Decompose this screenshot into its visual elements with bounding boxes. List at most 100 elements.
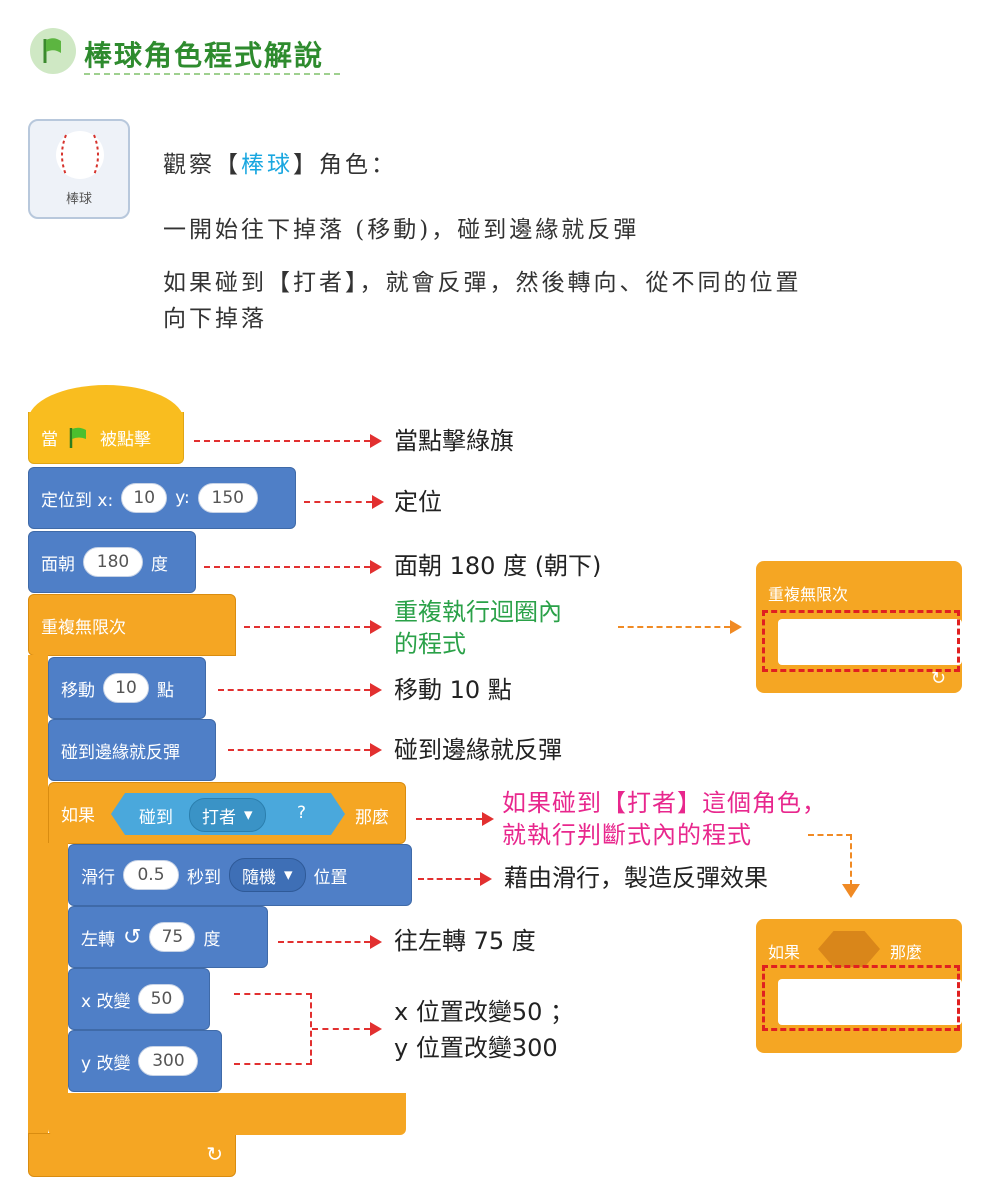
green-flag-icon xyxy=(69,427,86,448)
loop-arrow-icon: ↻ xyxy=(206,1142,223,1166)
glide-target-dropdown[interactable]: 隨機 ▾ xyxy=(229,858,306,892)
point-label: 面朝 xyxy=(41,554,75,575)
glide-target-value: 隨機 xyxy=(242,867,276,888)
mini-forever-label: 重複無限次 xyxy=(768,585,849,604)
arrow-glide xyxy=(418,872,492,886)
annotation-point: 面朝 180 度 (朝下) xyxy=(394,552,602,580)
forever-arm xyxy=(28,655,48,1135)
mini-forever-highlight xyxy=(762,610,960,672)
page-title: 棒球角色程式解說 xyxy=(84,39,325,72)
y-label: y: xyxy=(175,488,190,508)
move-label: 移動 xyxy=(61,680,95,701)
desc-line-1-pre: 觀察【 xyxy=(163,152,241,178)
if-label: 如果 xyxy=(61,805,95,826)
annotation-glide: 藉由滑行，製造反彈效果 xyxy=(504,864,768,892)
desc-line-3: 如果碰到【打者】，就會反彈，然後轉向、從不同的位置 xyxy=(163,270,802,296)
turn-degrees-input[interactable]: 75 xyxy=(149,922,196,952)
mini-forever-slot xyxy=(778,619,962,665)
arrow-flag xyxy=(194,434,382,448)
flag-badge-icon xyxy=(30,28,76,74)
chevron-down-icon: ▾ xyxy=(284,865,293,885)
annotation-xy-2: y 位置改變300 xyxy=(394,1034,558,1062)
when-flag-clicked-block[interactable]: 當 被點擊 xyxy=(28,412,184,464)
baseball-icon xyxy=(56,131,104,179)
steps-input[interactable]: 10 xyxy=(103,673,149,703)
arrow-if xyxy=(416,812,494,826)
mini-loop-arrow-icon: ↻ xyxy=(930,668,946,689)
seconds-to-label: 秒到 xyxy=(187,867,221,888)
annotation-turn: 往左轉 75 度 xyxy=(394,927,536,955)
arrow-bounce xyxy=(228,743,382,757)
target-value: 打者 xyxy=(202,807,236,828)
change-y-input[interactable]: 300 xyxy=(138,1046,199,1076)
glide-label: 滑行 xyxy=(81,867,115,888)
sprite-name: 棒球 xyxy=(65,192,92,207)
goto-label: 定位到 x: xyxy=(41,490,114,511)
arrow-turn xyxy=(278,935,382,949)
if-footer xyxy=(48,1093,406,1135)
mini-if-slot xyxy=(778,979,962,1025)
turn-left-block[interactable]: 左轉 ↺ 75 度 xyxy=(68,906,268,968)
position-label: 位置 xyxy=(313,867,348,888)
annotation-if-2: 就執行判斷式內的程式 xyxy=(502,821,752,849)
desc-highlight: 棒球 xyxy=(241,152,293,178)
mini-if-condition-slot xyxy=(818,931,880,967)
arrow-move xyxy=(218,683,382,697)
mini-if-highlight xyxy=(762,965,960,1031)
if-then-block[interactable]: 如果 碰到 打者 ▾ ? 那麼 xyxy=(48,782,406,844)
annotation-xy-1: x 位置改變50 ； xyxy=(394,998,574,1026)
bounce-label: 碰到邊緣就反彈 xyxy=(61,742,180,763)
forever-block[interactable]: 重複無限次 xyxy=(28,594,236,656)
arrow-point xyxy=(204,560,382,574)
x-input[interactable]: 10 xyxy=(121,483,168,513)
forever-label: 重複無限次 xyxy=(41,617,126,638)
point-direction-block[interactable]: 面朝 180 度 xyxy=(28,531,196,593)
annotation-if-1: 如果碰到【打者】這個角色， xyxy=(502,789,827,817)
annotation-forever-2: 的程式 xyxy=(394,630,466,658)
desc-line-2: 一開始往下掉落 (移動)，碰到邊緣就反彈 xyxy=(163,217,640,243)
turn-unit: 度 xyxy=(203,929,221,950)
chevron-down-icon: ▾ xyxy=(244,805,253,825)
target-dropdown[interactable]: 打者 ▾ xyxy=(189,798,266,832)
then-label: 那麼 xyxy=(355,808,389,828)
sprite-card[interactable]: 棒球 xyxy=(28,119,130,219)
move-steps-block[interactable]: 移動 10 點 xyxy=(48,657,206,719)
desc-line-4: 向下掉落 xyxy=(163,306,267,332)
goto-xy-block[interactable]: 定位到 x: 10 y: 150 xyxy=(28,467,296,529)
annotation-flag: 當點擊綠旗 xyxy=(394,427,514,455)
y-input[interactable]: 150 xyxy=(197,483,258,513)
touching-label: 碰到 xyxy=(139,808,173,828)
arrow-goto xyxy=(304,495,384,509)
when-label: 當 xyxy=(41,430,58,450)
seconds-input[interactable]: 0.5 xyxy=(123,860,179,890)
change-x-label: x 改變 xyxy=(81,991,131,1012)
arrow-forever-mini xyxy=(618,620,742,634)
arrow-if-mini-path xyxy=(808,834,852,886)
turn-label: 左轉 xyxy=(81,929,115,950)
rotate-left-icon: ↺ xyxy=(123,924,142,950)
change-x-block[interactable]: x 改變 50 xyxy=(68,968,210,1030)
steps-unit: 點 xyxy=(157,680,174,701)
arrow-xy xyxy=(312,1022,382,1036)
bracket-xy xyxy=(234,993,312,1065)
desc-line-1-post: 】角色： xyxy=(293,152,397,178)
desc-line-1: 觀察【棒球】角色： xyxy=(163,148,397,182)
glide-block[interactable]: 滑行 0.5 秒到 隨機 ▾ 位置 xyxy=(68,844,412,906)
forever-footer: ↻ xyxy=(28,1133,236,1177)
question-mark: ? xyxy=(297,803,307,823)
change-y-block[interactable]: y 改變 300 xyxy=(68,1030,222,1092)
bounce-edge-block[interactable]: 碰到邊緣就反彈 xyxy=(48,719,216,781)
mini-if-label: 如果 xyxy=(768,943,801,962)
annotation-move: 移動 10 點 xyxy=(394,676,512,704)
direction-input[interactable]: 180 xyxy=(83,547,143,577)
mini-then-label: 那麼 xyxy=(890,943,923,962)
if-arm xyxy=(48,843,68,1093)
clicked-label: 被點擊 xyxy=(100,430,151,450)
annotation-goto: 定位 xyxy=(394,488,442,516)
annotation-bounce: 碰到邊緣就反彈 xyxy=(394,736,562,764)
arrow-if-mini-head xyxy=(842,884,860,898)
change-y-label: y 改變 xyxy=(81,1053,131,1074)
change-x-input[interactable]: 50 xyxy=(138,984,185,1014)
title-underline xyxy=(84,73,340,75)
annotation-forever-1: 重複執行迴圈內 xyxy=(394,598,562,626)
